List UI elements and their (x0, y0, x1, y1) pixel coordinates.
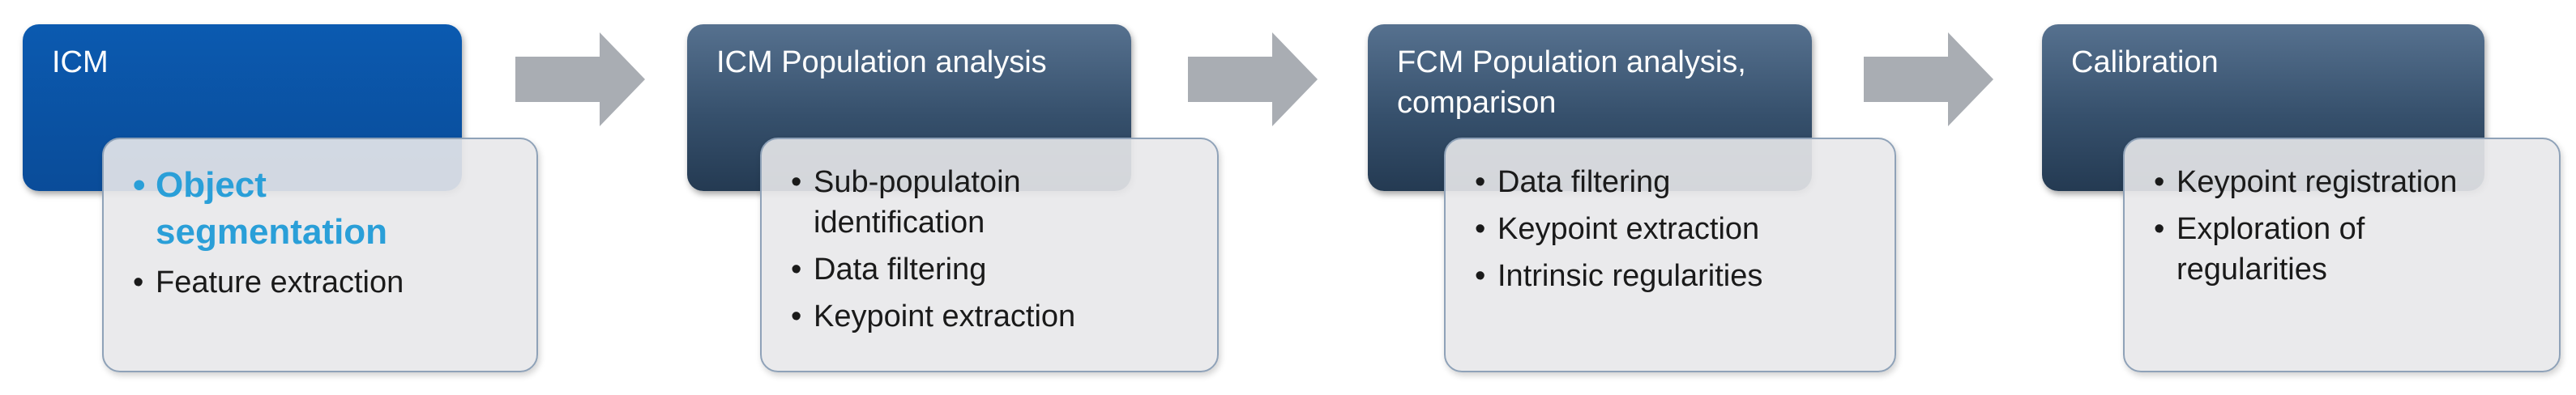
arrow-right-icon (515, 32, 645, 126)
stage-3-item-3: • Intrinsic regularities (1475, 256, 1870, 296)
stage-3-header: FCM Population analysis, comparison (1368, 24, 1812, 191)
bullet-icon: • (1475, 165, 1486, 199)
stage-4-item-1: • Keypoint registration (2154, 162, 2535, 202)
bullet-icon: • (133, 165, 146, 205)
stage-3-item-1: • Data filtering (1475, 162, 1870, 202)
arrow-right-icon (1864, 32, 1993, 126)
arrow-right-icon (1188, 32, 1318, 126)
stage-1-item-2: • Feature extraction (133, 262, 512, 303)
stage-4-item-2: • Exploration of regularities (2154, 209, 2535, 290)
bullet-icon: • (1475, 259, 1486, 293)
stage-4-details: • Keypoint registration • Exploration of… (2123, 138, 2561, 372)
stage-4-list: • Keypoint registration • Exploration of… (2154, 162, 2535, 290)
stage-2-details: • Sub-populatoin identification • Data f… (760, 138, 1219, 372)
stage-3-list: • Data filtering • Keypoint extraction •… (1475, 162, 1870, 296)
stage-3-title: FCM Population analysis, comparison (1397, 45, 1746, 120)
stage-1-title: ICM (52, 45, 109, 79)
stage-1-item-1: • Object segmentation (133, 162, 512, 256)
stage-3-item-2: • Keypoint extraction (1475, 209, 1870, 249)
bullet-icon: • (791, 253, 802, 287)
stage-2-item-3: • Keypoint extraction (791, 296, 1193, 337)
stage-2-item-1: • Sub-populatoin identification (791, 162, 1193, 243)
stage-2-item-2: • Data filtering (791, 249, 1193, 290)
stage-3-details: • Data filtering • Keypoint extraction •… (1444, 138, 1896, 372)
bullet-icon: • (133, 265, 144, 299)
stage-2-list: • Sub-populatoin identification • Data f… (791, 162, 1193, 337)
bullet-icon: • (2154, 165, 2165, 199)
stage-2-title: ICM Population analysis (716, 45, 1047, 79)
bullet-icon: • (791, 299, 802, 333)
bullet-icon: • (2154, 212, 2165, 246)
stage-1-list: • Object segmentation • Feature extracti… (133, 162, 512, 303)
stage-4-title: Calibration (2071, 45, 2219, 79)
bullet-icon: • (1475, 212, 1486, 246)
stage-1-details: • Object segmentation • Feature extracti… (102, 138, 538, 372)
bullet-icon: • (791, 165, 802, 199)
